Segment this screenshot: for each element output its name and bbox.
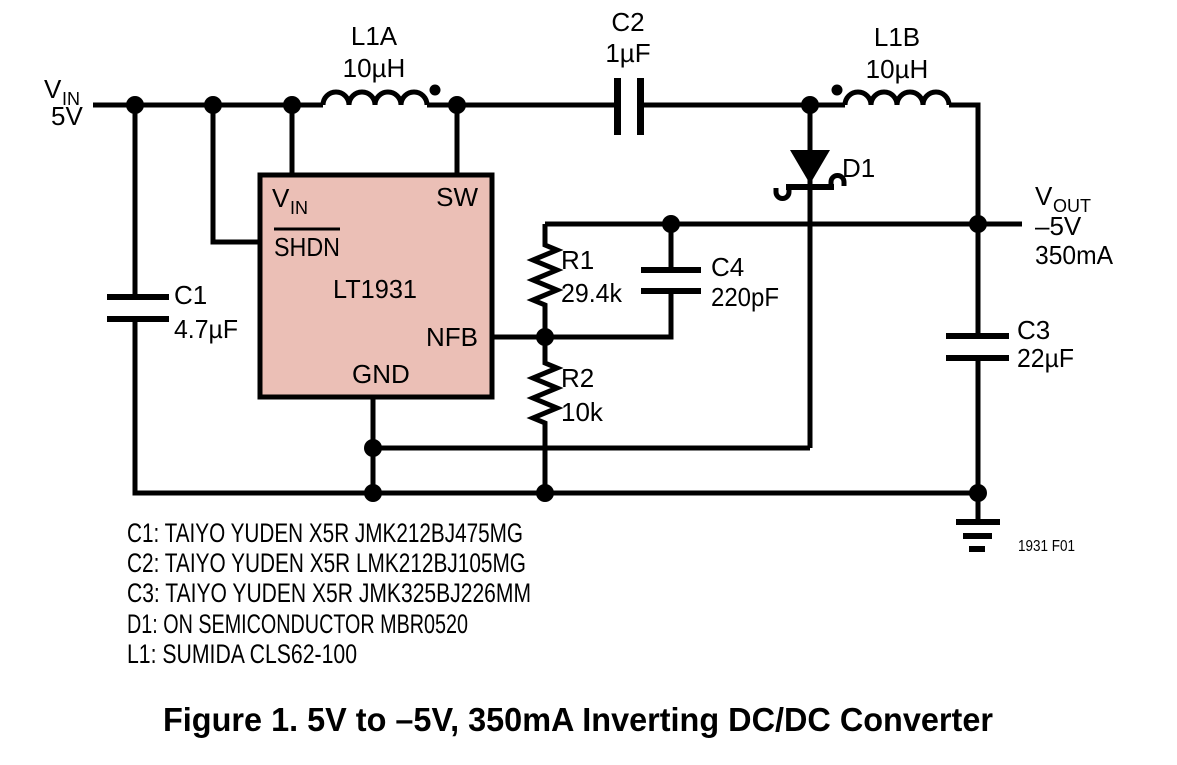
resistor-r1: R1 29.4k [526,224,623,337]
capacitor-c1: C1 4.7µF [107,280,238,344]
d1-schottky-hook-right-icon [828,173,847,188]
r2-value: 10k [561,397,604,427]
wire-shdn-branch [210,105,260,245]
l1a-value: 10µH [343,53,406,83]
capacitor-c3: C3 22µF [946,315,1074,373]
c4-ref: C4 [711,252,744,282]
junction-dot [969,484,987,502]
ground-bar-icon [969,546,985,552]
junction-dot [536,328,554,346]
ic-pin-shdn-label: SHDN [274,232,340,262]
ic-lt1931: V IN SHDN SW LT1931 NFB GND [257,172,495,400]
junction-dot [801,96,819,114]
d1-schottky-hook-left-icon [773,186,792,201]
figure-caption: Figure 1. 5V to –5V, 350mA Inverting DC/… [163,701,993,738]
junction-dot [448,96,466,114]
output-label: V OUT –5V 350mA [1035,181,1114,270]
bom-list: C1: TAIYO YUDEN X5R JMK212BJ475MG C2: TA… [127,518,531,669]
ground-symbol-icon [956,519,1000,552]
diode-d1: D1 [773,150,875,201]
c1-plate-icon [107,294,169,300]
vout-rail-sub-label: OUT [1053,196,1091,216]
c2-value: 1µF [605,38,650,68]
r1-value: 29.4k [561,278,623,308]
c4-plate-icon [641,288,701,294]
c3-plate-icon [946,333,1009,339]
c2-plate-icon [637,78,644,135]
junction-dot [662,215,680,233]
c3-ref: C3 [1017,315,1050,345]
ic-pin-sw-label: SW [436,182,478,212]
c3-plate-icon [946,355,1009,361]
vout-rail-label: V [1035,181,1053,211]
c4-plate-icon [641,267,701,273]
l1b-ref: L1B [874,22,920,52]
capacitor-c2: C2 1µF [605,7,651,135]
c1-plate-icon [107,316,169,322]
r2-ref: R2 [561,363,594,393]
vin-voltage-label: 5V [51,101,83,131]
ic-pin-vin-sub-label: IN [290,198,308,218]
c3-value: 22µF [1017,343,1074,373]
inductor-l1a: L1A 10µH [320,21,441,106]
r1-ref: R1 [561,245,594,275]
d1-cathode-bar-icon [786,184,834,190]
bom-line: C1: TAIYO YUDEN X5R JMK212BJ475MG [127,518,523,548]
junction-dots [126,96,987,502]
junction-dot [204,96,222,114]
l1b-phase-dot-icon [831,84,843,96]
c4-value: 220pF [711,282,779,312]
junction-dot [283,96,301,114]
l1a-coil-icon [320,89,430,106]
ground-bar-icon [963,533,992,539]
l1a-ref: L1A [351,21,398,51]
vin-rail-sub-label: IN [62,89,80,109]
c1-value: 4.7µF [174,314,238,344]
bom-line: C3: TAIYO YUDEN X5R JMK325BJ226MM [127,578,531,608]
junction-dot [969,215,987,233]
bom-line: L1: SUMIDA CLS62-100 [127,639,357,669]
c1-ref: C1 [174,280,207,310]
l1a-phase-dot-icon [429,84,441,96]
c2-ref: C2 [611,7,644,37]
junction-dot [364,439,382,457]
c2-plate-icon [614,78,621,135]
ic-part-number: LT1931 [333,274,417,304]
bom-line: D1: ON SEMICONDUCTOR MBR0520 [127,609,468,639]
d1-triangle-icon [790,150,830,184]
ground-bar-icon [956,519,1000,525]
r1-zigzag-icon [526,224,564,337]
wire-c1-branch-bottom-and-ground-rail [132,322,978,496]
bom-line: C2: TAIYO YUDEN X5R LMK212BJ105MG [127,548,526,578]
wires [93,102,1022,521]
junction-dot [126,96,144,114]
r2-zigzag-icon [526,337,564,493]
ic-pin-nfb-label: NFB [426,322,478,352]
d1-ref: D1 [842,153,875,183]
vin-rail-label: V [44,74,62,104]
figure-code: 1931 F01 [1018,538,1075,555]
inductor-l1b: L1B 10µH [831,22,952,106]
vout-voltage-label: –5V [1035,211,1082,241]
junction-dot [364,484,382,502]
wire-l1b-to-vout-corner [949,102,981,333]
junction-dot [536,484,554,502]
wire-c4-bottom-stub [545,294,674,340]
resistor-r2: R2 10k [526,337,604,493]
ic-pin-gnd-label: GND [352,359,410,389]
l1b-coil-icon [842,89,952,106]
ic-body [257,172,495,400]
input-label: V IN 5V [44,74,83,131]
l1b-value: 10µH [866,54,929,84]
capacitor-c4: C4 220pF [641,252,779,312]
vout-current-label: 350mA [1035,240,1114,270]
ic-pin-vin-label: V [272,183,290,213]
